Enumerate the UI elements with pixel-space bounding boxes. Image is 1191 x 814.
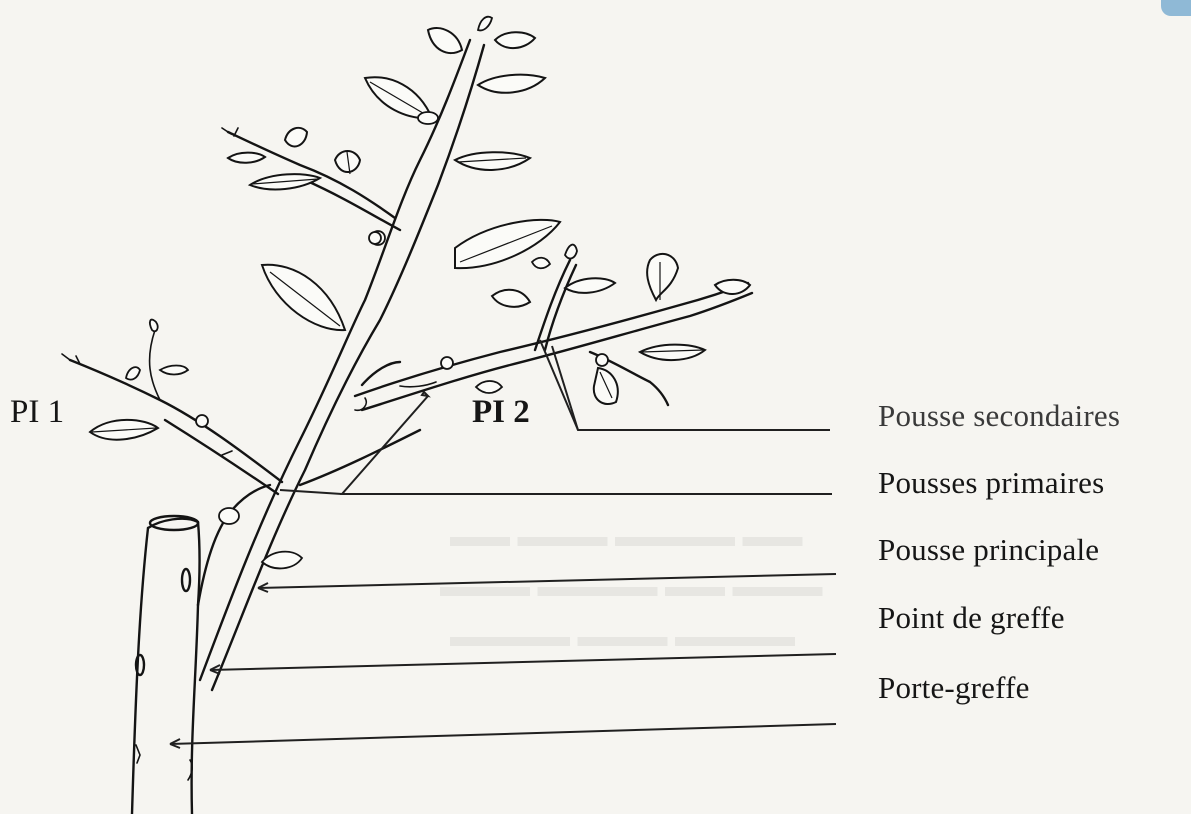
label-pi2: PI 2 xyxy=(472,394,530,431)
rootstock-stem xyxy=(132,516,200,814)
corner-tab xyxy=(1161,0,1191,16)
label-pi1: PI 1 xyxy=(10,394,64,431)
label-porte-greffe: Porte-greffe xyxy=(878,670,1030,706)
main-shoot-leaves xyxy=(262,17,560,330)
primary-shoot-pi1 xyxy=(62,320,282,494)
label-pousses-primaires: Pousses primaires xyxy=(878,465,1104,501)
label-pousse-secondaires: Pousse secondaires xyxy=(878,398,1120,434)
label-point-de-greffe: Point de greffe xyxy=(878,600,1065,636)
upper-left-branch xyxy=(222,128,400,244)
label-pousse-principale: Pousse principale xyxy=(878,532,1099,568)
primary-shoot-pi2 xyxy=(300,245,752,485)
